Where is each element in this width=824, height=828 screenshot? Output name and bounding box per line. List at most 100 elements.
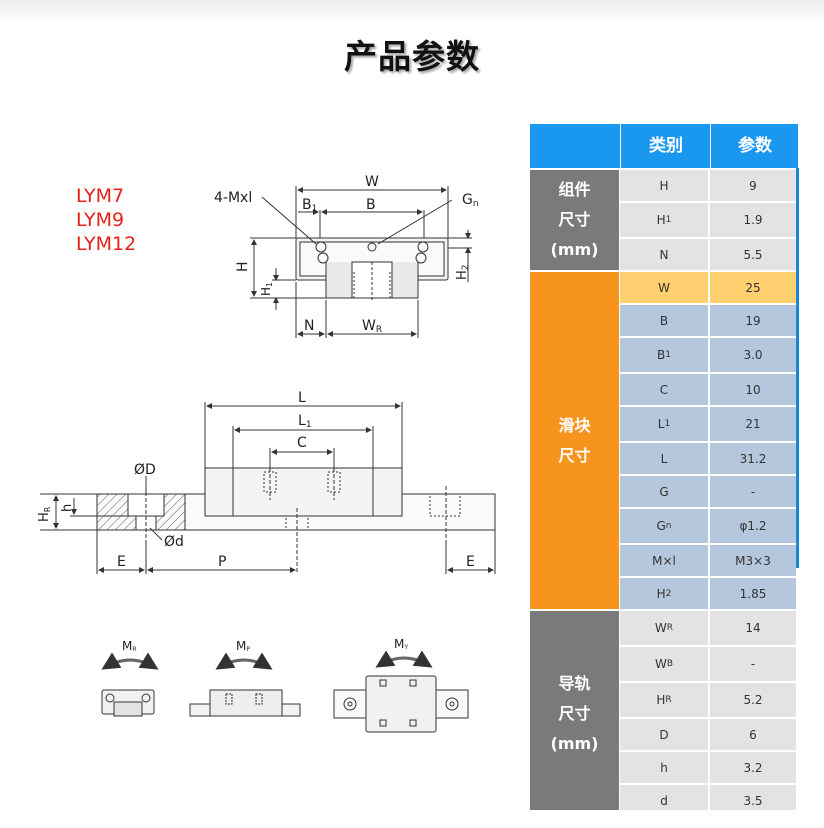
table-row: d 3.5 bbox=[620, 785, 798, 810]
dim-label-HR: HR bbox=[37, 506, 52, 522]
group-label: 滑块 尺寸 bbox=[530, 272, 619, 609]
param-symbol: h bbox=[660, 760, 668, 775]
dim-label-W: W bbox=[365, 174, 379, 190]
param-value: M3×3 bbox=[710, 545, 796, 576]
dim-label-E-right: E bbox=[466, 554, 475, 570]
moment-label-my: MY bbox=[394, 637, 408, 651]
dim-label-H2: H2 bbox=[455, 264, 471, 280]
group-label-text: 组件 尺寸 (mm) bbox=[550, 180, 599, 259]
param-subscript: 1 bbox=[665, 215, 672, 225]
table-row: h 3.2 bbox=[620, 752, 798, 783]
param-symbol: G bbox=[659, 484, 669, 499]
param-value: 21 bbox=[710, 407, 796, 441]
dim-label-B: B bbox=[366, 197, 376, 213]
scrollbar[interactable] bbox=[796, 168, 799, 568]
group-label-text: 滑块 尺寸 bbox=[558, 415, 591, 465]
dim-label-H: H bbox=[235, 261, 251, 272]
dim-label-h: h bbox=[60, 504, 75, 512]
param-value: 3.0 bbox=[710, 338, 796, 372]
dim-label-L: L bbox=[298, 390, 306, 406]
cross-section-view bbox=[250, 186, 472, 338]
dim-label-P: P bbox=[218, 554, 226, 570]
table-row: W 25 bbox=[620, 272, 798, 303]
param-name: d bbox=[620, 785, 708, 810]
dim-label-B1: B1 bbox=[302, 197, 317, 214]
moment-label-mr: MR bbox=[122, 639, 137, 653]
dim-label-mxl: 4-Mxl bbox=[214, 190, 252, 206]
header-blank bbox=[530, 124, 620, 168]
param-symbol: W bbox=[654, 621, 667, 635]
group-label: 导轨 尺寸 (mm) bbox=[530, 611, 619, 810]
dim-label-L1: L1 bbox=[298, 413, 312, 430]
side-view bbox=[40, 402, 496, 574]
param-symbol: B bbox=[659, 313, 669, 328]
param-symbol: B bbox=[657, 348, 666, 362]
dim-label-Gn: Gn bbox=[462, 192, 479, 209]
param-value: - bbox=[710, 647, 796, 681]
param-name: L bbox=[620, 443, 708, 474]
param-value: 14 bbox=[710, 611, 796, 645]
table-header: 类别 参数 bbox=[530, 124, 798, 168]
param-symbol: W bbox=[658, 280, 670, 295]
group-label-text: 导轨 尺寸 (mm) bbox=[550, 673, 599, 753]
param-subscript: R bbox=[665, 695, 672, 705]
param-value: 3.2 bbox=[710, 752, 796, 783]
param-name: B bbox=[620, 305, 708, 336]
param-subscript: 2 bbox=[665, 588, 672, 599]
param-value: - bbox=[710, 476, 796, 507]
param-subscript: 1 bbox=[665, 350, 671, 360]
param-value: 10 bbox=[710, 374, 796, 405]
param-symbol: G bbox=[656, 519, 666, 533]
dim-label-C: C bbox=[297, 435, 307, 451]
param-name: M×l bbox=[620, 545, 708, 576]
dim-label-N: N bbox=[304, 318, 314, 334]
table-row: B 19 bbox=[620, 305, 798, 336]
param-symbol: d bbox=[660, 793, 668, 808]
param-symbol: H bbox=[659, 178, 669, 193]
param-name: W bbox=[620, 272, 708, 303]
param-symbol: W bbox=[654, 657, 667, 671]
dim-label-E-left: E bbox=[117, 554, 126, 570]
param-value: 5.2 bbox=[710, 683, 796, 717]
model-name: LYM9 bbox=[76, 209, 125, 231]
param-name: C bbox=[620, 374, 708, 405]
param-value: 1.9 bbox=[710, 203, 796, 237]
moment-label-mp: MP bbox=[236, 639, 250, 653]
dim-label-Od: Ød bbox=[164, 534, 184, 550]
param-symbol: L bbox=[657, 417, 665, 431]
param-value: 3.5 bbox=[710, 785, 796, 810]
param-value: 6 bbox=[710, 719, 796, 750]
param-symbol: D bbox=[659, 727, 669, 742]
param-value: 25 bbox=[710, 272, 796, 303]
param-symbol: H bbox=[656, 213, 666, 227]
param-value: 31.2 bbox=[710, 443, 796, 474]
technical-drawing: W 4-Mxl B1 B Gn H H1 H2 N WR L L1 C ØD Ø… bbox=[37, 174, 496, 733]
param-value: 5.5 bbox=[710, 239, 796, 270]
model-name: LYM7 bbox=[76, 185, 125, 207]
param-symbol: N bbox=[659, 247, 669, 262]
dim-label-WR: WR bbox=[362, 318, 382, 335]
model-list: LYM7 LYM9 LYM12 bbox=[76, 184, 136, 256]
header-value: 参数 bbox=[710, 124, 798, 168]
param-value: 19 bbox=[710, 305, 796, 336]
moment-diagrams bbox=[101, 650, 469, 733]
model-name: LYM12 bbox=[76, 233, 137, 255]
